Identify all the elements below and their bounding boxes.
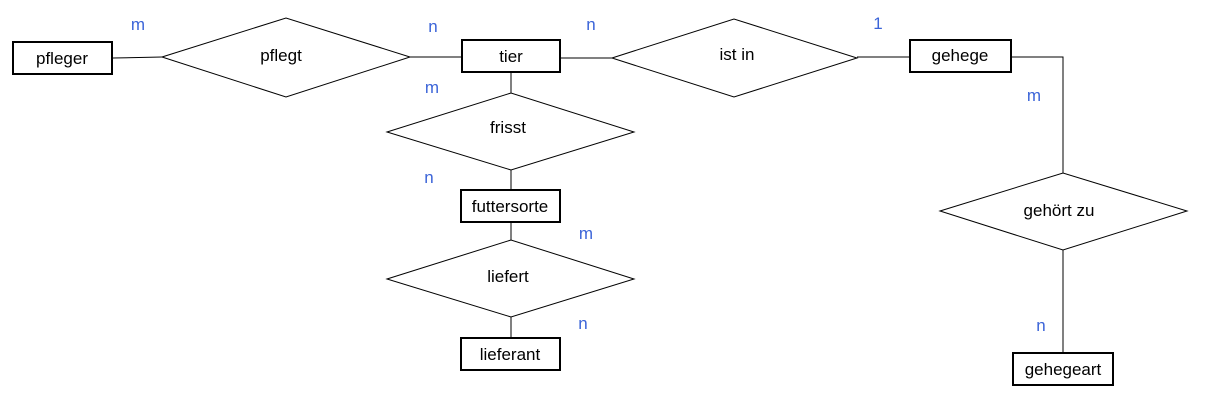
entity-box-gehege <box>909 39 1012 73</box>
relationship-liefert: liefert <box>385 239 636 318</box>
relationship-label-pflegt: pflegt <box>260 46 302 65</box>
entity-pfleger: pfleger <box>12 41 113 75</box>
entity-gehege: gehege <box>909 39 1012 73</box>
line-gehege-gehoert-zu <box>1012 56 1064 173</box>
diamond-gehoert-zu <box>938 172 1189 251</box>
cardinality-gehoert-zu-gehegeart: n <box>1036 316 1045 335</box>
relationship-label-ist-in: ist in <box>720 45 755 64</box>
entity-box-futtersorte <box>460 189 561 223</box>
cardinality-frisst-futtersorte: n <box>424 168 433 187</box>
entity-label-gehege: gehege <box>932 46 989 65</box>
entity-label-lieferant: lieferant <box>480 345 541 364</box>
cardinality-pflegt-tier: n <box>428 17 437 36</box>
cardinality-pflegt-pfleger: m <box>131 15 145 34</box>
relationship-gehoert-zu: gehört zu <box>938 172 1189 251</box>
entity-box-gehegeart <box>1012 352 1114 386</box>
diamond-ist-in <box>610 18 859 98</box>
relationship-pflegt: pflegt <box>160 17 412 98</box>
line-pfleger-pflegt <box>112 56 163 59</box>
entity-tier: tier <box>461 39 561 73</box>
entity-futtersorte: futtersorte <box>460 189 561 223</box>
entity-gehegeart: gehegeart <box>1012 352 1114 386</box>
cardinality-labels: m n n 1 m n m n m n <box>131 14 1046 335</box>
cardinality-frisst-tier: m <box>425 78 439 97</box>
cardinality-liefert-lieferant: n <box>578 314 587 333</box>
diamond-pflegt <box>160 17 412 98</box>
cardinality-ist-in-tier: n <box>586 15 595 34</box>
entity-label-pfleger: pfleger <box>36 49 88 68</box>
cardinality-ist-in-gehege: 1 <box>873 14 882 33</box>
entity-box-pfleger <box>12 41 113 75</box>
entity-lieferant: lieferant <box>460 337 561 371</box>
relationship-ist-in: ist in <box>610 18 859 98</box>
entity-box-tier <box>461 39 561 73</box>
entity-label-tier: tier <box>499 47 523 66</box>
relationship-label-frisst: frisst <box>490 118 526 137</box>
cardinality-liefert-futtersorte: m <box>579 224 593 243</box>
entity-label-gehegeart: gehegeart <box>1025 360 1102 379</box>
relationship-label-liefert: liefert <box>487 267 529 286</box>
connector-lines <box>112 56 1064 353</box>
cardinality-gehoert-zu-gehege: m <box>1027 86 1041 105</box>
entity-box-lieferant <box>460 337 561 371</box>
diamond-liefert <box>385 239 636 318</box>
diamond-frisst <box>385 92 636 171</box>
relationship-label-gehoert-zu: gehört zu <box>1024 201 1095 220</box>
relationship-frisst: frisst <box>385 92 636 171</box>
entity-label-futtersorte: futtersorte <box>472 197 549 216</box>
